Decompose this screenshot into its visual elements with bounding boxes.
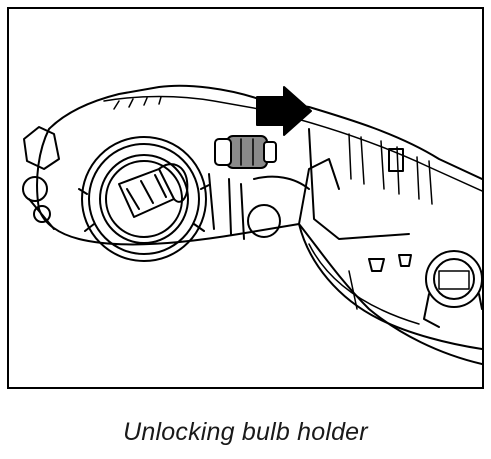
- bulb-connector: [118, 163, 189, 218]
- arrow-right-icon: [256, 86, 312, 136]
- mounting-tab: [23, 126, 60, 170]
- side-bulb-socket: [423, 250, 482, 328]
- main-bulb-socket: [78, 136, 210, 262]
- headlamp-housing: [36, 84, 482, 365]
- figure-caption: Unlocking bulb holder: [123, 418, 368, 446]
- illustration-frame: [7, 7, 484, 389]
- bulb-holder: [214, 135, 277, 169]
- headlamp-illustration: [22, 84, 482, 365]
